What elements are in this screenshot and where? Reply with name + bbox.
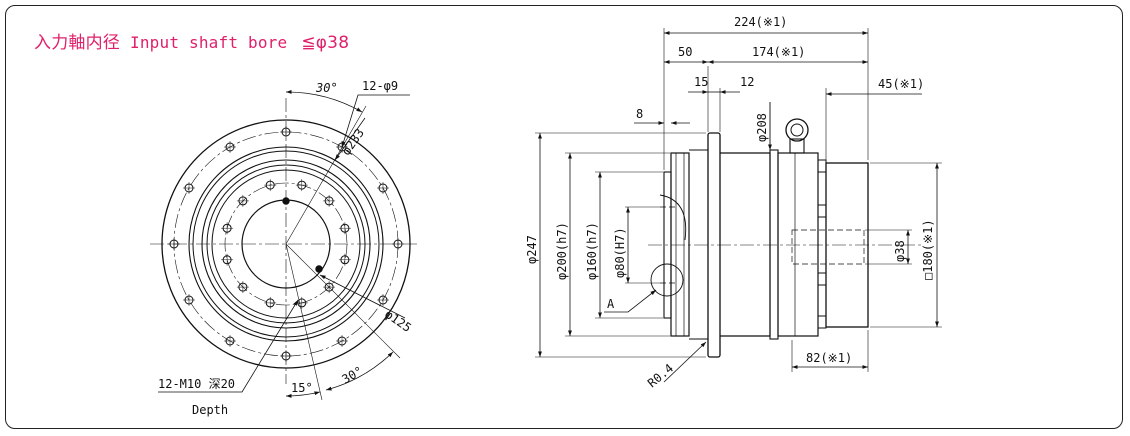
input-bore-hidden	[791, 229, 865, 265]
label-tap-depth: Depth	[192, 403, 228, 417]
detail-a-circle	[650, 263, 684, 297]
label-dim-38: φ38	[893, 240, 907, 262]
body-rib-1	[769, 149, 779, 340]
eyebolt-base	[789, 138, 805, 154]
eyebolt-ring-inner	[790, 123, 804, 137]
adapter-tab-2	[817, 204, 827, 218]
pin-mark-bottom	[315, 265, 323, 273]
label-angle-30-top: 30°	[315, 81, 338, 95]
title-english: Input shaft bore	[130, 33, 288, 52]
mounting-flange	[707, 132, 721, 358]
side-view	[535, 28, 942, 383]
holes-leader	[341, 94, 410, 148]
body-circle-5	[211, 169, 361, 319]
drawing-title: 入力軸内径 Input shaft bore ≦φ38	[34, 28, 349, 53]
tap-leader	[158, 299, 299, 393]
angle-30-bottom-ray	[285, 243, 401, 359]
title-japanese: 入力軸内径	[34, 33, 120, 53]
label-detail-a: A	[607, 297, 615, 311]
body-circle-1	[188, 146, 384, 342]
label-dim-247: φ247	[525, 235, 539, 264]
label-dim-174: 174(※1)	[752, 45, 805, 59]
label-dim-224: 224(※1)	[734, 15, 787, 29]
label-tap-callout: 12-M10 深20	[158, 377, 235, 391]
label-pcd-125: φ125	[382, 307, 414, 335]
adapter-tab-1	[817, 159, 827, 173]
inner-tapped-holes	[221, 179, 351, 309]
outer-bolt-holes	[168, 126, 404, 362]
label-dim-15: 15	[694, 75, 708, 89]
angle-30-bottom-arc	[325, 351, 394, 391]
label-dim-8: 8	[636, 107, 643, 121]
label-dim-160: φ160(h7)	[585, 222, 599, 280]
pcd-233-leader	[334, 117, 366, 161]
main-body	[720, 152, 771, 337]
angle-15-ray	[285, 243, 323, 401]
detail-curve	[659, 194, 687, 241]
label-dim-12: 12	[740, 75, 754, 89]
body-circle-3	[201, 159, 371, 329]
label-dim-45: 45(※1)	[878, 77, 924, 91]
front-view	[150, 90, 420, 401]
label-dim-180: □180(※1)	[921, 219, 935, 280]
adapter-tab-3	[817, 272, 827, 286]
pcd-125-leader	[319, 274, 406, 319]
front-view-labels: 30° 12-φ9 φ233 φ125 12-M10 深20 Depth 15°…	[158, 79, 414, 417]
pcd-125-circle	[224, 182, 348, 306]
angle-30-top-ray	[285, 105, 367, 245]
body-circle-2	[192, 150, 380, 338]
angle-15-arc	[285, 391, 321, 398]
output-shaft-step	[670, 152, 690, 337]
label-dim-208: φ208	[755, 113, 769, 142]
label-angle-15: 15°	[291, 381, 313, 395]
label-holes-outer: 12-φ9	[362, 79, 398, 93]
adapter-tab-4	[817, 315, 827, 329]
side-view-labels: 224(※1) 50 174(※1) 15 12 45(※1) 8 φ208 φ…	[525, 15, 935, 390]
r04-leader	[663, 341, 707, 383]
angle-30-top-arc	[285, 90, 363, 113]
eyebolt-ring-outer	[785, 118, 809, 142]
label-dim-50: 50	[678, 45, 692, 59]
label-angle-30-bottom: 30°	[340, 364, 366, 387]
detail-a-leader	[604, 289, 657, 313]
label-r04: R0.4	[645, 361, 676, 390]
label-dim-82: 82(※1)	[806, 351, 852, 365]
label-dim-200: φ200(h7)	[555, 222, 569, 280]
body-rear	[777, 152, 819, 337]
body-circle-4	[206, 164, 366, 324]
drawing-frame	[5, 5, 1123, 429]
motor-flange	[825, 162, 869, 328]
pin-mark-top	[282, 197, 290, 205]
title-bore-limit: ≦φ38	[301, 33, 350, 53]
label-dim-80: φ80(H7)	[613, 227, 627, 278]
outer-flange-circle	[161, 119, 411, 369]
